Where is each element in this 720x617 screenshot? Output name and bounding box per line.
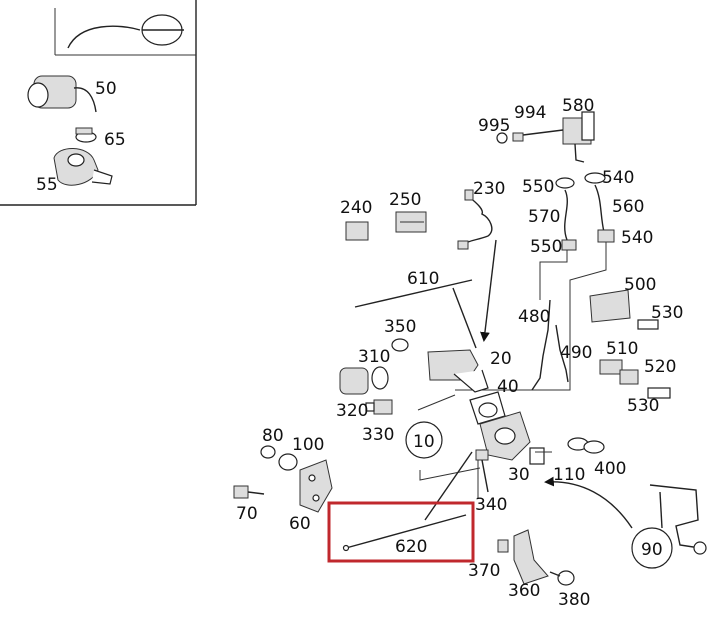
label-510: 510 bbox=[606, 339, 638, 359]
part-80-nut bbox=[260, 445, 276, 459]
label-55: 55 bbox=[36, 175, 58, 195]
part-550-clamp-bottom bbox=[561, 239, 577, 251]
label-530-lower: 530 bbox=[627, 396, 659, 416]
label-65: 65 bbox=[104, 130, 126, 150]
part-530-bolt-a bbox=[637, 319, 659, 330]
label-550-lower: 550 bbox=[530, 237, 562, 257]
label-360: 360 bbox=[508, 581, 540, 601]
label-520: 520 bbox=[644, 357, 676, 377]
label-30: 30 bbox=[508, 465, 530, 485]
part-100-washer bbox=[278, 453, 298, 471]
part-340-bolt bbox=[475, 449, 489, 493]
label-370: 370 bbox=[468, 561, 500, 581]
label-230: 230 bbox=[473, 179, 505, 199]
label-540-upper: 540 bbox=[602, 168, 634, 188]
label-40: 40 bbox=[497, 377, 519, 397]
label-250: 250 bbox=[389, 190, 421, 210]
part-370-bolt bbox=[497, 539, 509, 553]
label-110: 110 bbox=[553, 465, 585, 485]
inset-panel: 50 65 55 bbox=[0, 0, 197, 206]
part-580-sensor bbox=[562, 111, 595, 163]
part-230-sensor-cable bbox=[457, 189, 493, 250]
label-20: 20 bbox=[490, 349, 512, 369]
label-60: 60 bbox=[289, 514, 311, 534]
label-620: 620 bbox=[395, 537, 427, 557]
part-400-clamp bbox=[583, 440, 605, 454]
label-530-upper: 530 bbox=[651, 303, 683, 323]
label-500: 500 bbox=[624, 275, 656, 295]
part-560-hose bbox=[594, 184, 605, 233]
label-570: 570 bbox=[528, 207, 560, 227]
label-320: 320 bbox=[336, 401, 368, 421]
label-90: 90 bbox=[641, 540, 663, 560]
part-320-330-bolts bbox=[365, 399, 393, 415]
inset-symbol bbox=[67, 14, 184, 49]
part-490-pipe bbox=[555, 324, 569, 383]
highlight-box-620 bbox=[327, 501, 475, 563]
label-560: 560 bbox=[612, 197, 644, 217]
label-240: 240 bbox=[340, 198, 372, 218]
part-70-bolt bbox=[233, 485, 265, 499]
part-550-clamp-top bbox=[555, 177, 575, 189]
part-610-rod bbox=[354, 279, 473, 308]
part-540-clamp-top bbox=[584, 172, 606, 184]
label-480: 480 bbox=[518, 307, 550, 327]
part-40-housing bbox=[479, 411, 545, 465]
label-995: 995 bbox=[478, 116, 510, 136]
part-20-pipe bbox=[427, 349, 489, 393]
label-580: 580 bbox=[562, 96, 594, 116]
part-60-bracket bbox=[299, 459, 333, 513]
label-50: 50 bbox=[95, 79, 117, 99]
part-number-labels: 10 20 30 40 60 70 80 90 100 110 230 240 … bbox=[236, 96, 683, 610]
callout-circle-90 bbox=[631, 527, 673, 569]
part-310-flange bbox=[339, 366, 389, 395]
part-500-bracket bbox=[589, 289, 631, 323]
label-100: 100 bbox=[292, 435, 324, 455]
label-80: 80 bbox=[262, 426, 284, 446]
part-510-520-bracket bbox=[599, 359, 639, 385]
label-380: 380 bbox=[558, 590, 590, 610]
part-380-bolt bbox=[549, 570, 575, 586]
label-70: 70 bbox=[236, 504, 258, 524]
part-480-pipe bbox=[531, 299, 551, 391]
label-610: 610 bbox=[407, 269, 439, 289]
part-530-bolt-b bbox=[647, 387, 671, 399]
label-540-lower: 540 bbox=[621, 228, 653, 248]
part-994-995-bolts bbox=[496, 129, 564, 144]
part-360-bracket bbox=[513, 529, 549, 585]
part-90-bracket bbox=[649, 484, 707, 555]
label-994: 994 bbox=[514, 103, 546, 123]
part-55-housing bbox=[53, 148, 113, 186]
label-330: 330 bbox=[362, 425, 394, 445]
part-620-rod bbox=[342, 514, 467, 552]
label-490: 490 bbox=[560, 343, 592, 363]
label-550-upper: 550 bbox=[522, 177, 554, 197]
part-65-clamp bbox=[75, 127, 97, 143]
label-10: 10 bbox=[413, 432, 435, 452]
part-240-bracket bbox=[345, 221, 369, 241]
part-570-hose bbox=[564, 189, 568, 241]
callout-circle-10 bbox=[405, 421, 443, 459]
label-350: 350 bbox=[384, 317, 416, 337]
part-250-bracket bbox=[395, 211, 427, 233]
label-400: 400 bbox=[594, 459, 626, 479]
part-350-seal bbox=[391, 338, 409, 352]
part-50-pump-housing bbox=[27, 75, 97, 113]
label-310: 310 bbox=[358, 347, 390, 367]
label-340: 340 bbox=[475, 495, 507, 515]
part-540-clamp-bottom bbox=[597, 229, 615, 243]
